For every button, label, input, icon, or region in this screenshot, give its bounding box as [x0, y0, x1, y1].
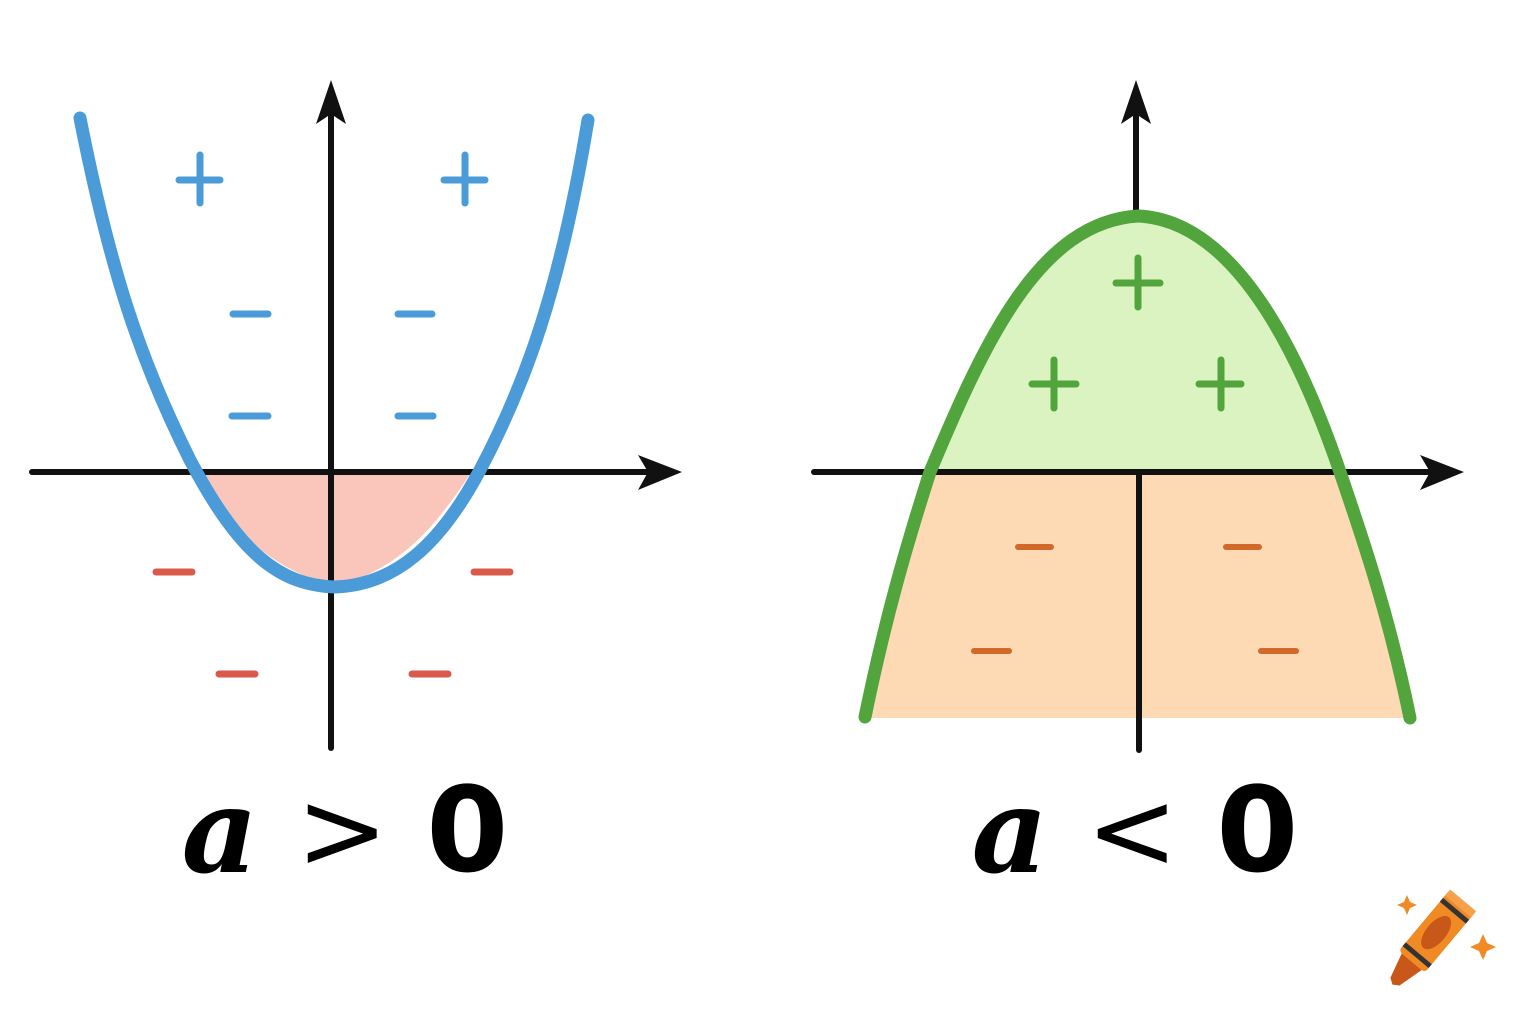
plus-sign-icon: [440, 151, 489, 207]
left-label-variable: a: [181, 760, 269, 900]
left-condition-label: a > 0: [150, 761, 550, 900]
left-y-axis-arrow-icon: [316, 80, 346, 124]
right-label-value: 0: [1216, 761, 1309, 899]
crayon-icon: [1390, 889, 1477, 986]
right-condition-label: a < 0: [940, 761, 1340, 900]
right-graph: [811, 80, 1464, 753]
left-x-axis-arrow-icon: [638, 455, 682, 490]
plus-sign-icon: [175, 151, 224, 207]
minus-sign-icons-orange: [971, 544, 1299, 654]
right-positive-region-fill: [930, 216, 1336, 472]
right-y-axis-arrow-icon: [1121, 80, 1151, 124]
right-parabola-curve: [858, 209, 1417, 725]
left-label-operator: >: [296, 766, 399, 894]
left-graph: [29, 80, 682, 751]
right-x-axis-arrow-icon: [1420, 455, 1464, 490]
left-parabola-curve: [73, 111, 595, 594]
plus-sign-icons-green: [1028, 254, 1245, 412]
right-label-variable: a: [971, 760, 1059, 900]
minus-sign-icons-blue: [228, 310, 437, 420]
minus-sign-icons-red: [152, 568, 514, 678]
sparkle-icon: [1397, 895, 1496, 960]
left-label-value: 0: [426, 761, 519, 899]
right-label-operator: <: [1086, 766, 1189, 894]
